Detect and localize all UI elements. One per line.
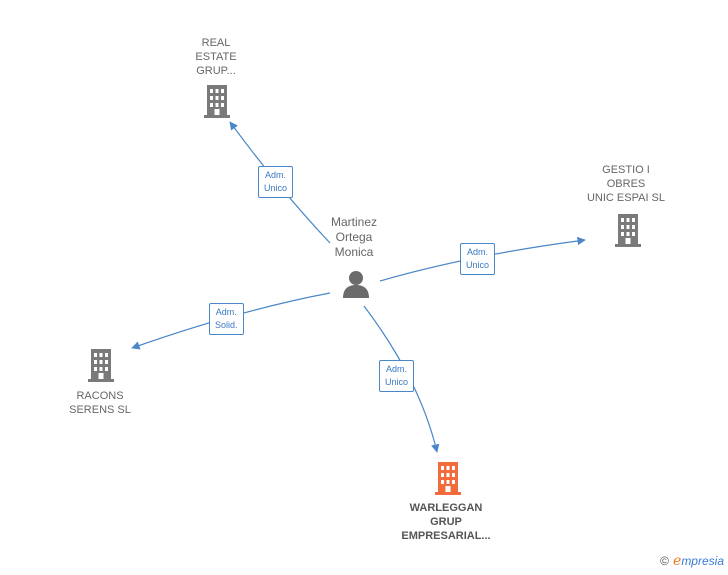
role-badge-racons[interactable]: Adm. Solid. [209,303,244,335]
role-text: Adm. [467,247,489,257]
company-label-racons[interactable]: RACONS SERENS SL [58,389,142,417]
person-icon[interactable] [341,269,371,299]
role-text: Solid. [215,320,238,330]
role-text: Adm. [265,170,287,180]
role-text: Adm. [215,307,237,317]
company-label-warleggan[interactable]: WARLEGGAN GRUP EMPRESARIAL... [386,501,506,543]
building-icon[interactable] [612,213,644,247]
role-text: Unico [385,377,409,387]
building-icon[interactable] [201,84,233,118]
person-name-line: Monica [334,245,374,259]
company-name-line: SERENS SL [69,404,131,416]
building-icon[interactable] [432,461,464,495]
brand-logo-initial: e [673,553,682,569]
company-label-gestio[interactable]: GESTIO I OBRES UNIC ESPAI SL [578,163,674,205]
role-text: Adm. [386,364,408,374]
company-name-line: OBRES [606,178,646,190]
company-label-real-estate[interactable]: REAL ESTATE GRUP... [183,36,249,78]
company-name-line: GRUP [430,516,462,528]
person-name-line: Ortega [335,230,373,244]
role-badge-warleggan[interactable]: Adm. Unico [379,360,415,392]
company-name-line: ESTATE [195,51,237,63]
role-text: Unico [264,183,288,193]
role-badge-gestio[interactable]: Adm. Unico [460,243,496,275]
company-name-line: GRUP... [196,65,236,77]
building-icon[interactable] [85,348,117,382]
watermark: ©empresia [660,553,724,569]
person-name-line: Martinez [330,215,377,229]
company-name-line: RACONS [76,390,124,402]
company-name-line: UNIC ESPAI SL [586,192,666,204]
company-name-line: REAL [201,37,231,49]
company-name-line: EMPRESARIAL... [401,530,491,542]
copyright-symbol: © [660,554,670,568]
brand-logo-text: mpresia [681,554,724,568]
role-badge-real-estate[interactable]: Adm. Unico [258,166,294,198]
person-label[interactable]: Martinez Ortega Monica [314,215,394,260]
company-name-line: GESTIO I [602,164,650,176]
role-text: Unico [466,260,490,270]
company-name-line: WARLEGGAN [409,502,483,514]
